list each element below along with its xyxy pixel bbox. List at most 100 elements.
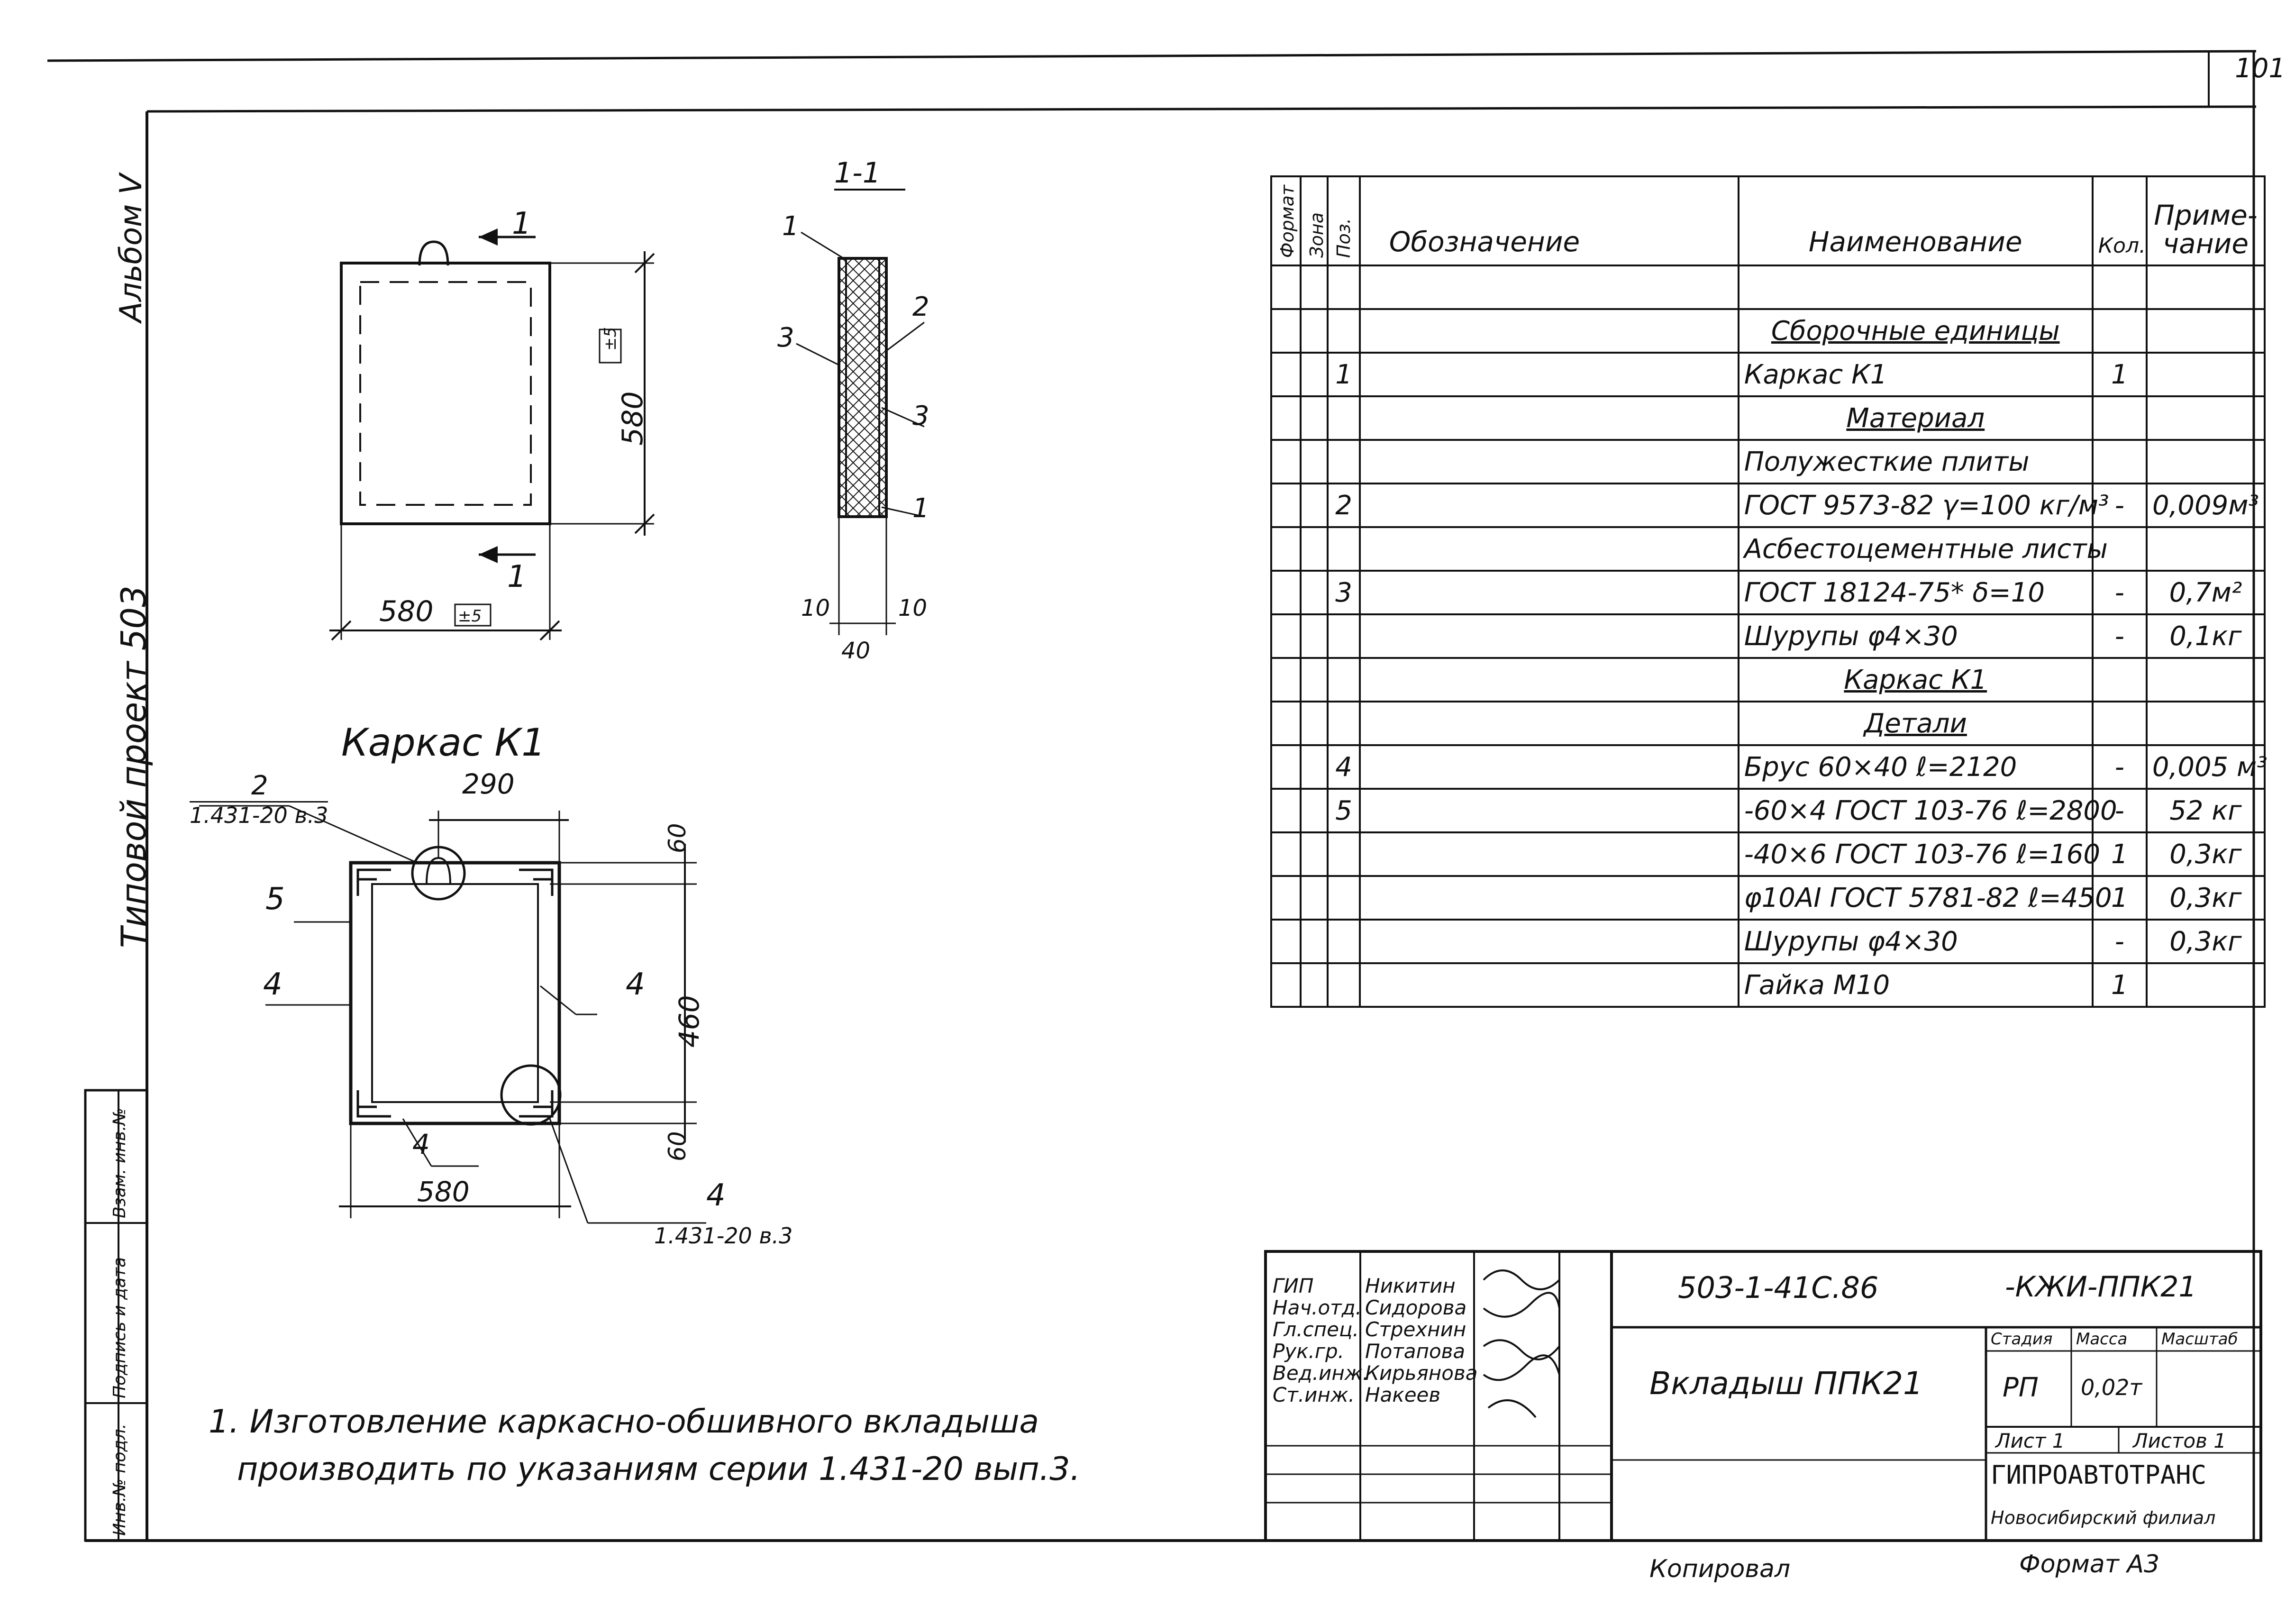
frame-ref-bottom-num: 4 [706,1178,726,1213]
spec-header-qty: Кол. [2091,175,2148,266]
section-dim-right: 10 [898,595,928,621]
spec-cell-designation [1358,875,1739,921]
spec-header-name: Наименование [1737,175,2094,266]
footer-format: Формат А3 [2019,1550,2160,1578]
spec-cell-qty [2091,395,2148,441]
spec-cell-name: Шурупы φ4×30 [1737,613,2094,659]
spec-cell-note [2145,265,2266,310]
title-block-role: Ст.инж. [1273,1383,1355,1406]
spec-cell-qty: - [2091,788,2148,833]
spec-cell-format [1270,439,1302,484]
section-label-1-bottom: 1 [912,493,929,524]
spec-cell-designation [1358,395,1739,441]
spec-cell-zone [1300,788,1329,833]
spec-cell-name [1737,265,2094,310]
table-row: Детали [1270,701,2266,746]
spec-cell-note [2145,657,2266,703]
spec-cell-designation [1358,526,1739,572]
title-block-name: Накеев [1365,1383,1441,1406]
section-dim-total: 40 [841,638,871,664]
spec-cell-qty: 1 [2091,962,2148,1008]
spec-cell-name: ГОСТ 9573-82 γ=100 кг/м³ [1737,483,2109,528]
spec-cell-zone [1300,352,1329,397]
title-block-sheet: Лист 1 [1995,1429,2065,1452]
table-row: Шурупы φ4×30-0,3кг [1270,919,2266,964]
spec-cell-format [1270,526,1302,572]
spec-cell-pos [1327,657,1361,703]
frame-pos-5: 5 [265,882,285,917]
spec-cell-pos [1327,395,1361,441]
spec-cell-format [1270,875,1302,921]
spec-cell-designation [1358,788,1739,833]
spec-cell-note: 0,005 м³ [2145,744,2268,790]
spec-cell-qty [2091,308,2148,354]
spec-cell-designation [1358,701,1739,746]
spec-cell-designation [1358,919,1739,964]
spec-cell-pos [1327,265,1361,310]
album-label: Альбом V [114,173,149,322]
frame-dim-60-bottom: 60 [664,1131,691,1161]
spec-cell-format [1270,831,1302,877]
table-row: Шурупы φ4×30-0,1кг [1270,613,2266,659]
spec-cell-qty: - [2091,570,2148,615]
spec-cell-pos [1327,831,1361,877]
spec-cell-zone [1300,962,1329,1008]
spec-cell-qty: - [2091,483,2148,528]
spec-header-row: Формат Зона Поз. Обозначение Наименовани… [1270,175,2266,266]
spec-cell-qty [2091,657,2148,703]
spec-cell-pos [1327,919,1361,964]
spec-cell-zone [1300,657,1329,703]
spec-cell-note [2145,395,2266,441]
spec-cell-name: Сборочные единицы [1737,308,2094,354]
spec-cell-format [1270,701,1302,746]
spec-cell-name: Шурупы φ4×30 [1737,919,2094,964]
plan-height-tol: ±5 [601,327,620,351]
title-block-role: Нач.отд. [1273,1296,1362,1319]
spec-header-note: Приме-чание [2145,175,2266,266]
spec-cell-zone [1300,439,1329,484]
spec-cell-pos: 2 [1327,483,1361,528]
spec-cell-name: φ10AI ГОСТ 5781-82 ℓ=450 [1737,875,2112,921]
frame-pos-4-left: 4 [263,967,282,1002]
spec-cell-format [1270,308,1302,354]
spec-cell-zone [1300,875,1329,921]
spec-cell-designation [1358,483,1739,528]
spec-cell-name: -60×4 ГОСТ 103-76 ℓ=2800 [1737,788,2117,833]
spec-cell-zone [1300,308,1329,354]
title-block-scale-label: Масштаб [2161,1330,2238,1349]
title-block-org: ГИПРОАВТОТРАНС [1991,1460,2207,1490]
spec-cell-zone [1300,613,1329,659]
spec-cell-format [1270,919,1302,964]
spec-cell-qty: 1 [2091,831,2148,877]
spec-cell-designation [1358,613,1739,659]
spec-cell-format [1270,395,1302,441]
spec-cell-qty [2091,701,2148,746]
spec-cell-note: 0,3кг [2145,875,2266,921]
spec-cell-designation [1358,570,1739,615]
spec-cell-name: -40×6 ГОСТ 103-76 ℓ=160 [1737,831,2100,877]
spec-header-pos: Поз. [1327,175,1361,266]
page-number: 101 [2235,53,2286,84]
title-block-role: ГИП [1273,1274,1314,1297]
spec-header-format: Формат [1270,175,1302,266]
frame-dim-bottom: 580 [417,1176,470,1208]
title-block-role: Гл.спец. [1273,1318,1359,1341]
table-row: 5-60×4 ГОСТ 103-76 ℓ=2800-52 кг [1270,788,2266,833]
spec-cell-designation [1358,352,1739,397]
spec-cell-name: Детали [1737,701,2094,746]
spec-cell-name: Гайка М10 [1737,962,2094,1008]
spec-cell-note: 52 кг [2145,788,2266,833]
spec-cell-qty [2091,439,2148,484]
plan-view [329,228,655,641]
spec-header-designation: Обозначение [1358,175,1739,266]
spec-cell-zone [1300,919,1329,964]
spec-cell-pos [1327,526,1361,572]
section-dim-left: 10 [801,595,830,621]
section-label-3-right: 3 [912,401,929,431]
